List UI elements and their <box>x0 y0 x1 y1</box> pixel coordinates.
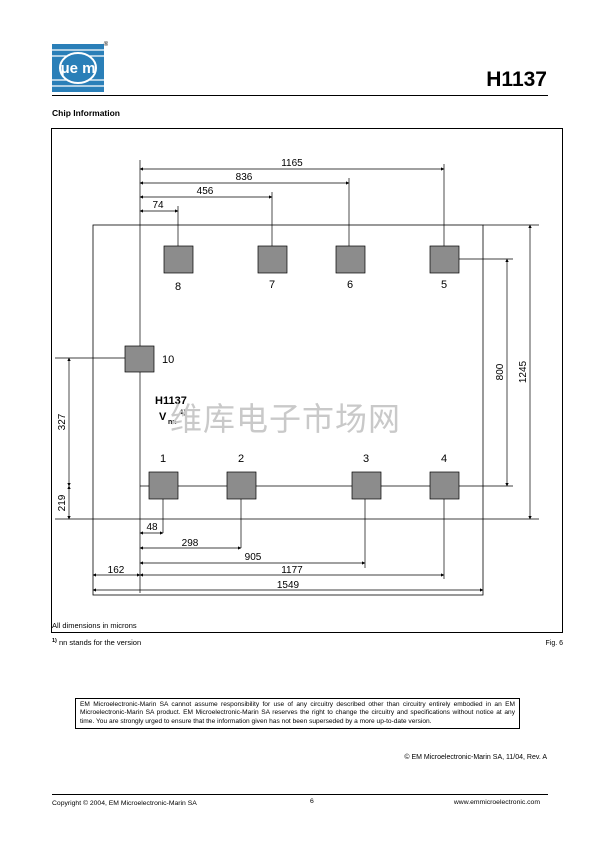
pad-label-6: 6 <box>347 279 353 291</box>
footnote-marker: 1) <box>52 638 57 644</box>
pad-label-1: 1 <box>160 453 166 465</box>
watermark: 维库电子市场网 <box>170 400 402 438</box>
chip-diagram: 1165 836 456 74 800 1245 327 219 48 298 … <box>55 158 539 596</box>
die-outline <box>92 224 484 596</box>
pad-label-10: 10 <box>162 354 174 366</box>
pad-7 <box>257 245 288 274</box>
pad-3 <box>351 471 382 500</box>
pad-label-4: 4 <box>441 453 447 465</box>
figure-label: Fig. 6 <box>545 640 563 647</box>
part-number: H1137 <box>486 68 547 91</box>
version-subscript: nn <box>168 419 177 426</box>
dimensions-note: All dimensions in microns <box>52 621 137 630</box>
disclaimer-box: EM Microelectronic-Marin SA cannot assum… <box>75 698 520 730</box>
pad-8 <box>163 245 194 274</box>
pad-label-7: 7 <box>269 279 275 291</box>
pad-label-3: 3 <box>363 453 369 465</box>
revision-note: © EM Microelectronic-Marin SA, 11/04, Re… <box>404 754 547 761</box>
figure-frame <box>51 128 563 633</box>
dim-905: 905 <box>245 552 262 563</box>
pad-4 <box>429 471 460 500</box>
chip-label: H1137 <box>155 395 187 407</box>
dim-836: 836 <box>236 172 253 183</box>
dim-1245: 1245 <box>518 360 529 383</box>
dim-1177: 1177 <box>281 565 303 576</box>
footnote-text: nn stands for the version <box>58 638 142 647</box>
footer-page-number: 6 <box>310 798 314 805</box>
dim-1165: 1165 <box>281 158 303 169</box>
dim-456: 456 <box>197 186 214 197</box>
pad-10 <box>124 345 155 373</box>
section-title: Chip Information <box>52 108 120 118</box>
dim-1549: 1549 <box>277 580 300 591</box>
footer-website: www.emmicroelectronic.com <box>453 799 540 806</box>
pad-5 <box>429 245 460 274</box>
dim-800: 800 <box>495 363 506 380</box>
pad-1 <box>148 471 179 500</box>
header-rule <box>52 95 548 96</box>
registered-mark: ® <box>104 41 108 48</box>
version-superscript: 1) <box>180 409 186 416</box>
pad-2 <box>226 471 257 500</box>
logo-text: μe m <box>60 60 95 77</box>
dim-162: 162 <box>108 565 125 576</box>
pad-label-8: 8 <box>175 281 181 293</box>
footer-copyright: Copyright © 2004, EM Microelectronic-Mar… <box>52 800 197 807</box>
pad-6 <box>335 245 366 274</box>
footnote: 1) nn stands for the version <box>52 638 141 647</box>
dim-48: 48 <box>146 522 158 533</box>
em-logo: μe m ® <box>52 40 109 92</box>
dim-327: 327 <box>57 413 68 430</box>
pad-label-2: 2 <box>238 453 244 465</box>
dim-219: 219 <box>57 494 68 511</box>
pad-label-5: 5 <box>441 279 447 291</box>
footer-rule <box>52 794 548 795</box>
dim-74: 74 <box>152 200 164 211</box>
version-label: V <box>159 411 167 423</box>
dim-298: 298 <box>182 538 199 549</box>
